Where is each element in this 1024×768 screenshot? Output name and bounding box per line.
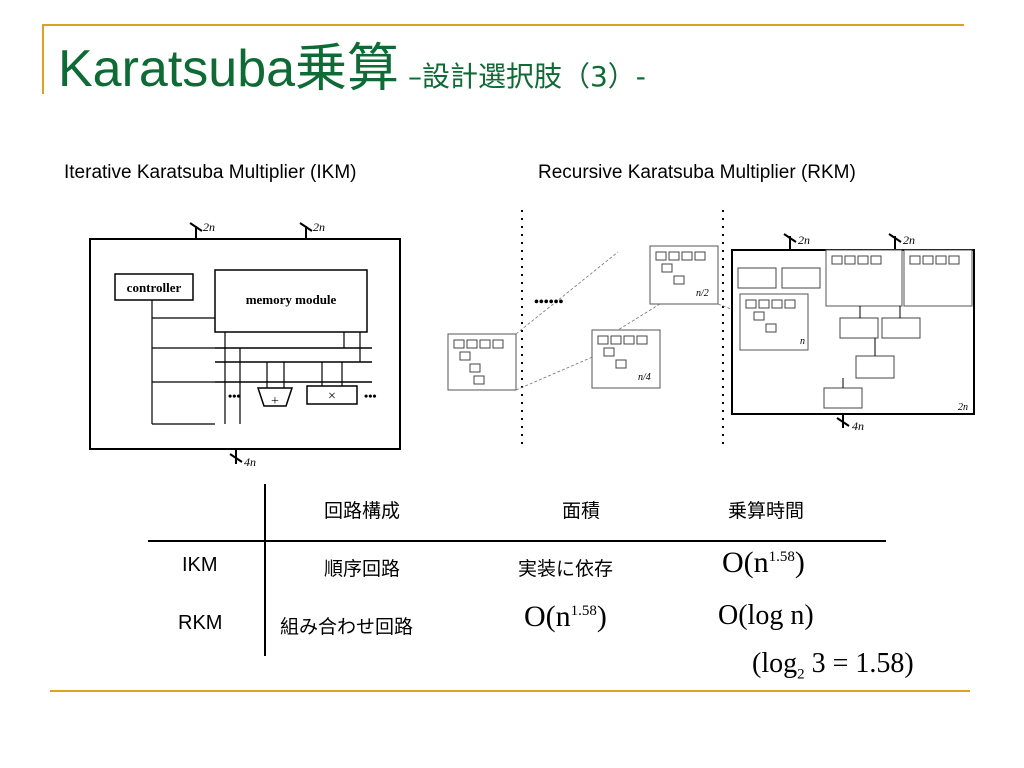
title-main: Karatsuba乗算 bbox=[58, 40, 400, 98]
adder-unit bbox=[256, 387, 294, 407]
multiplier-symbol: × bbox=[328, 389, 336, 404]
log-note: (log2 3 = 1.58) bbox=[752, 648, 914, 683]
ikm-diagram: 2n 2n controller memory module + × ••• •… bbox=[89, 220, 401, 469]
table-header-rule bbox=[148, 540, 886, 542]
rkm-label-n2: n/2 bbox=[696, 288, 709, 299]
ikm-in1-label: 2n bbox=[203, 220, 215, 234]
bus-mark-icon bbox=[189, 222, 203, 232]
row-ikm-circuit: 順序回路 bbox=[324, 558, 401, 580]
adder-symbol: + bbox=[271, 394, 279, 409]
ikm-in2-label: 2n bbox=[313, 220, 325, 234]
header-time: 乗算時間 bbox=[728, 500, 805, 522]
top-rule bbox=[42, 24, 964, 26]
bus-mark-icon bbox=[836, 417, 850, 427]
row-rkm-area: O(n1.58) bbox=[524, 600, 607, 633]
bus-mark-icon bbox=[783, 233, 797, 243]
bus-mark-icon bbox=[229, 453, 243, 463]
rkm-label-2n-box: 2n bbox=[958, 402, 968, 413]
header-area: 面積 bbox=[562, 500, 601, 522]
rkm-diagram: •••••• n/4 n/2 2n 2n n 2n 4 bbox=[447, 210, 975, 446]
left-accent-rule bbox=[42, 24, 44, 94]
table-vertical-rule bbox=[264, 484, 266, 656]
ikm-caption: Iterative Karatsuba Multiplier (IKM) bbox=[64, 162, 357, 183]
multiplier-unit bbox=[306, 385, 358, 405]
bus-mark-icon bbox=[299, 222, 313, 232]
title-sub: –設計選択肢（3）- bbox=[399, 60, 646, 93]
row-rkm-name: RKM bbox=[178, 612, 223, 634]
controller-label: controller bbox=[127, 280, 182, 295]
row-rkm-circuit: 組み合わせ回路 bbox=[280, 616, 414, 638]
slide-title: Karatsuba乗算 –設計選択肢（3）- bbox=[58, 26, 646, 101]
rkm-out-label: 4n bbox=[852, 419, 864, 433]
rkm-caption: Recursive Karatsuba Multiplier (RKM) bbox=[538, 162, 856, 183]
row-ikm-area: 実装に依存 bbox=[518, 558, 614, 580]
header-circuit: 回路構成 bbox=[324, 500, 401, 522]
rkm-label-n: n bbox=[800, 336, 805, 347]
rkm-in2-label: 2n bbox=[903, 233, 915, 247]
bottom-rule bbox=[50, 690, 970, 692]
ikm-out-label: 4n bbox=[244, 455, 256, 469]
rkm-dots: •••••• bbox=[534, 295, 564, 310]
ellipsis-right: ••• bbox=[364, 389, 377, 403]
memory-module-box bbox=[214, 269, 368, 333]
row-ikm-time: O(n1.58) bbox=[722, 546, 805, 579]
controller-box bbox=[114, 273, 194, 301]
comparison-table: 回路構成 面積 乗算時間 IKM 順序回路 実装に依存 O(n1.58) RKM… bbox=[148, 484, 888, 664]
bus-mark-icon bbox=[888, 233, 902, 243]
row-ikm-name: IKM bbox=[182, 554, 218, 576]
rkm-in1-label: 2n bbox=[798, 233, 810, 247]
memory-module-label: memory module bbox=[246, 292, 337, 307]
rkm-label-n4: n/4 bbox=[638, 372, 651, 383]
ellipsis-left: ••• bbox=[228, 389, 241, 403]
row-rkm-time: O(log n) bbox=[718, 600, 814, 631]
